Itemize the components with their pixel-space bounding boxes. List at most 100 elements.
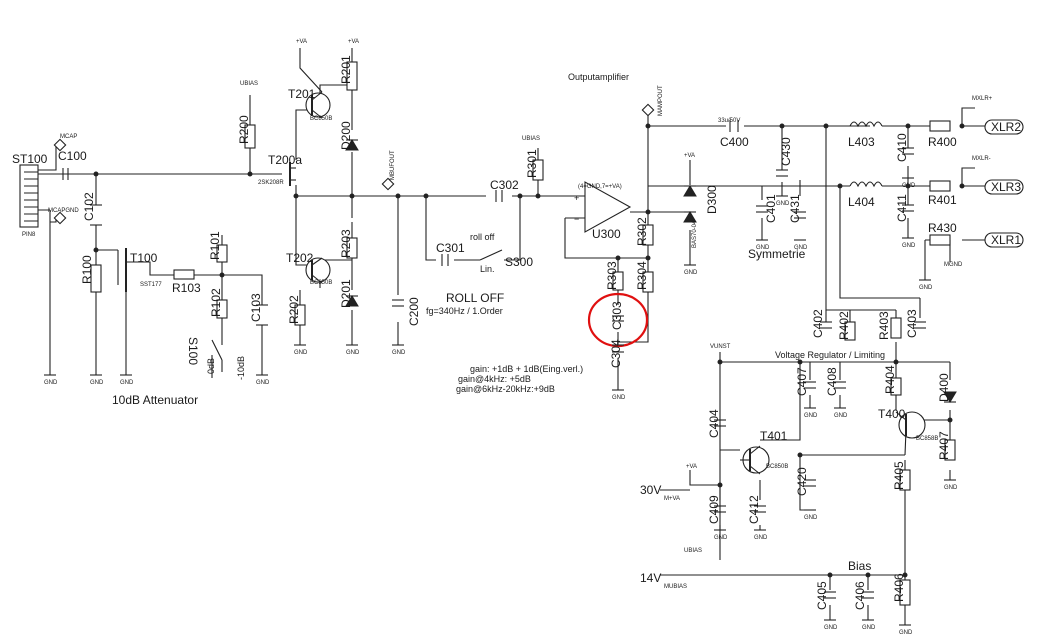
t400-bjt: T400 BC858B [878,407,938,456]
r201-label: R201 [339,55,353,84]
mampout-flag: MAMPOUT [641,85,664,117]
l403-label: L403 [848,135,875,149]
svg-text:GND: GND [776,201,790,207]
r405-label: R405 [892,461,906,490]
c412-capacitor: C412 [747,495,766,524]
d400-label: D400 [937,373,951,402]
t401-type: BC850B [766,464,788,470]
roll-off-switch-label: roll off [470,232,495,242]
c401-capacitor: C401 [756,194,778,223]
r304-label: R304 [635,261,649,290]
t401-label: T401 [760,429,788,443]
c303-highlight-circle [587,292,649,348]
t400-type: BC858B [916,436,938,442]
va-t201-label: +VA [296,39,307,45]
r402-label: R402 [837,311,851,340]
r402-resistor: R402 [837,311,856,341]
svg-text:GND: GND [899,630,913,636]
opamp-supply-label: (4=GND,7=+VA) [578,184,622,190]
gnd-symbol: GND [44,374,58,386]
mplus-va-label: M+VA [664,496,680,502]
gnd-symbol: GND [756,239,770,251]
gnd-symbol: GND [824,619,838,631]
t400-label: T400 [878,407,906,421]
r302-resistor: R302 [635,217,654,246]
svg-text:GND: GND [794,245,808,251]
mcap-label: MCAP [60,134,77,140]
d400-diode: D400 [937,373,957,403]
r102-resistor: R102 [209,288,228,319]
c430-label: C430 [779,137,793,166]
gnd-symbol: GND [899,624,913,636]
va-r201-label: +VA [348,39,359,45]
r203-resistor: R203 [339,229,358,259]
l404-inductor: L404 [848,181,883,209]
c411-label: C411 [895,194,909,222]
c403-capacitor: C403 [905,309,926,338]
c407-capacitor: C407 [795,367,816,396]
gnd-symbol: GND [714,529,728,541]
c302-label: C302 [490,178,519,192]
st100-connector: ST100 PIN8 [12,152,48,238]
gain-note-2: gain@4kHz: +5dB [458,374,531,384]
voltage-regulator-title: Voltage Regulator / Limiting [775,350,885,360]
c409-label: C409 [707,495,721,524]
r403-label: R403 [877,311,891,340]
svg-text:+: + [574,193,579,203]
svg-text:GND: GND [834,413,848,419]
xlr1-connector: XLR1 [984,232,1024,248]
r301-resistor: R301 UBIAS [522,136,544,181]
c401-label: C401 [764,194,778,223]
c406-capacitor: C406 [853,581,874,610]
c404-label: C404 [707,409,721,438]
c420-capacitor: C420 [795,467,816,496]
svg-text:GND: GND [756,245,770,251]
r303-resistor: R303 [605,261,624,291]
c301-label: C301 [436,241,465,255]
gnd-symbol: GND [794,239,808,251]
svg-text:GND: GND [804,515,818,521]
gnd-symbol: GND [392,344,406,356]
outputamplifier-title: Outputamplifier [568,72,629,82]
minus10db-label: -10dB [236,356,246,380]
ubias-r301-label: UBIAS [522,136,540,142]
va-t401-label: +VA [686,464,697,470]
gnd-symbol: GND [902,237,916,249]
r200-label: R200 [237,115,251,144]
u300-label: U300 [592,227,621,241]
r404-label: R404 [883,365,897,394]
gain-note-1: gain: +1dB + 1dB(Eing.verl.) [470,364,583,374]
mbufout-flag: MBUFOUT [381,150,396,191]
r200-resistor: R200 UBIAS [237,81,258,149]
l403-inductor: L403 [848,121,883,149]
r202-resistor: R202 [287,295,306,326]
c303-capacitor: C303 [610,301,624,330]
r101-label: R101 [208,231,222,260]
xlr3-connector: XLR3 MXLR- [972,156,1024,195]
c304-label: C304 [609,339,623,368]
t201-bjt: T201 BC850B +VA [288,39,332,122]
svg-text:GND: GND [944,485,958,491]
r201-resistor: R201 +VA [339,39,359,91]
v14-label: 14V [640,571,661,585]
mcapgnd-label: MCAPGND [48,208,79,214]
st100-label: ST100 [12,152,48,166]
r400-label: R400 [928,135,957,149]
gnd-symbols: GND GND GND GND GND GND GND GND GND GND … [44,177,958,636]
c412-label: C412 [747,495,761,524]
v30-label: 30V [640,483,661,497]
gain-note-3: gain@6kHz-20kHz:+9dB [456,384,555,394]
c402-capacitor: C402 [811,309,832,338]
c100-label: C100 [58,149,87,163]
c410-capacitor: C410 [895,133,914,162]
r101-resistor: R101 [208,231,228,263]
svg-text:GND: GND [804,413,818,419]
svg-text:−: − [574,214,579,224]
r404-resistor: R404 [883,365,902,396]
c403-label: C403 [905,309,919,338]
c400-value: 33u/50V [718,118,740,124]
ubias-bias-label: UBIAS [684,548,702,554]
l404-label: L404 [848,195,875,209]
gnd-symbol: GND [294,344,308,356]
r302-label: R302 [635,217,649,246]
